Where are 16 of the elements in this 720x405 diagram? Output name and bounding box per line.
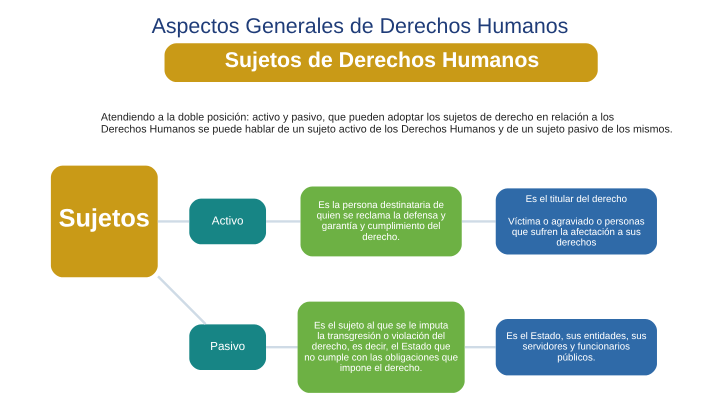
connector — [462, 220, 496, 223]
node-box: Activo — [189, 198, 266, 244]
node-box: Es el Estado, sus entidades, sus servidores y funcionarios públicos. — [496, 319, 657, 376]
connector — [465, 346, 496, 348]
diagram-title: Aspectos Generales de Derechos Humanos — [152, 14, 568, 38]
node-box: Es la persona destinataria de quien se reclama la defensa y garantía y cumplimiento del derecho. — [300, 186, 462, 256]
node-box: Pasivo — [189, 324, 266, 370]
node-box: Sujetos — [50, 166, 158, 278]
node-box: Es el titular del derecho Víctima o agraviado o personas que sufren la afectación a sus derechos — [496, 188, 657, 254]
node-box: Es el sujeto al que se le imputa la transgresión o violación del derecho, es decir, el Estado que no cumple con las obligaciones que impone el derecho. — [298, 302, 465, 393]
connector — [266, 220, 300, 223]
node-box: Sujetos de Derechos Humanos — [164, 43, 598, 82]
connector — [158, 220, 190, 223]
label: Atendiendo a la doble posición: activo y pasivo, que pueden adoptar los sujetos de derecho en relación a los Derechos Humanos se puede hablar de un sujeto activo de los Derechos Humanos y de un sujeto pasivo de los mismos. — [100, 112, 673, 136]
connector — [157, 276, 206, 325]
connector — [266, 346, 298, 348]
